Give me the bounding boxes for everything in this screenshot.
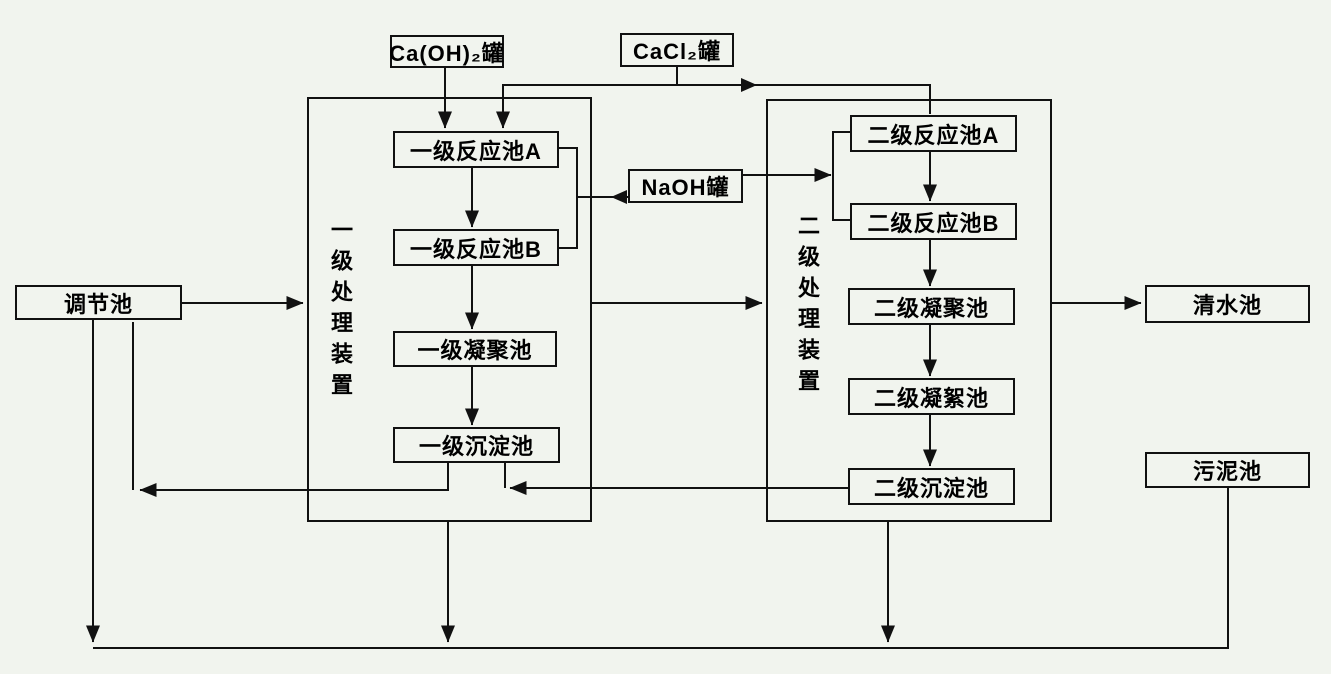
stage1-reaction-pool-b: 一级反应池B [393,229,559,266]
pool-clear-water: 清水池 [1145,285,1310,323]
tank-naoh: NaOH罐 [628,169,743,203]
arrowhead-right-icon [741,78,757,92]
stage1-sedimentation-pool: 一级沉淀池 [393,427,560,463]
stage2-reaction-pool-a: 二级反应池A [850,115,1017,152]
stage1-coagulation-pool: 一级凝聚池 [393,331,557,367]
stage2-label: 二级处理装置 [795,214,820,400]
stage2-sedimentation-pool: 二级沉淀池 [848,468,1015,505]
stage1-label: 一级处理装置 [328,218,353,404]
pool-regulating: 调节池 [15,285,182,320]
stage1-reaction-pool-a: 一级反应池A [393,131,559,168]
arrowhead-left-icon [611,190,627,204]
tank-cacl2: CaCl₂罐 [620,33,734,67]
stage1-group-box [307,97,592,522]
pool-sludge: 污泥池 [1145,452,1310,488]
stage2-coagulation-pool: 二级凝聚池 [848,288,1015,325]
stage2-flocculation-pool: 二级凝絮池 [848,378,1015,415]
stage2-reaction-pool-b: 二级反应池B [850,203,1017,240]
tank-ca-oh2: Ca(OH)₂罐 [389,35,504,68]
stage2-group-box [766,99,1052,522]
